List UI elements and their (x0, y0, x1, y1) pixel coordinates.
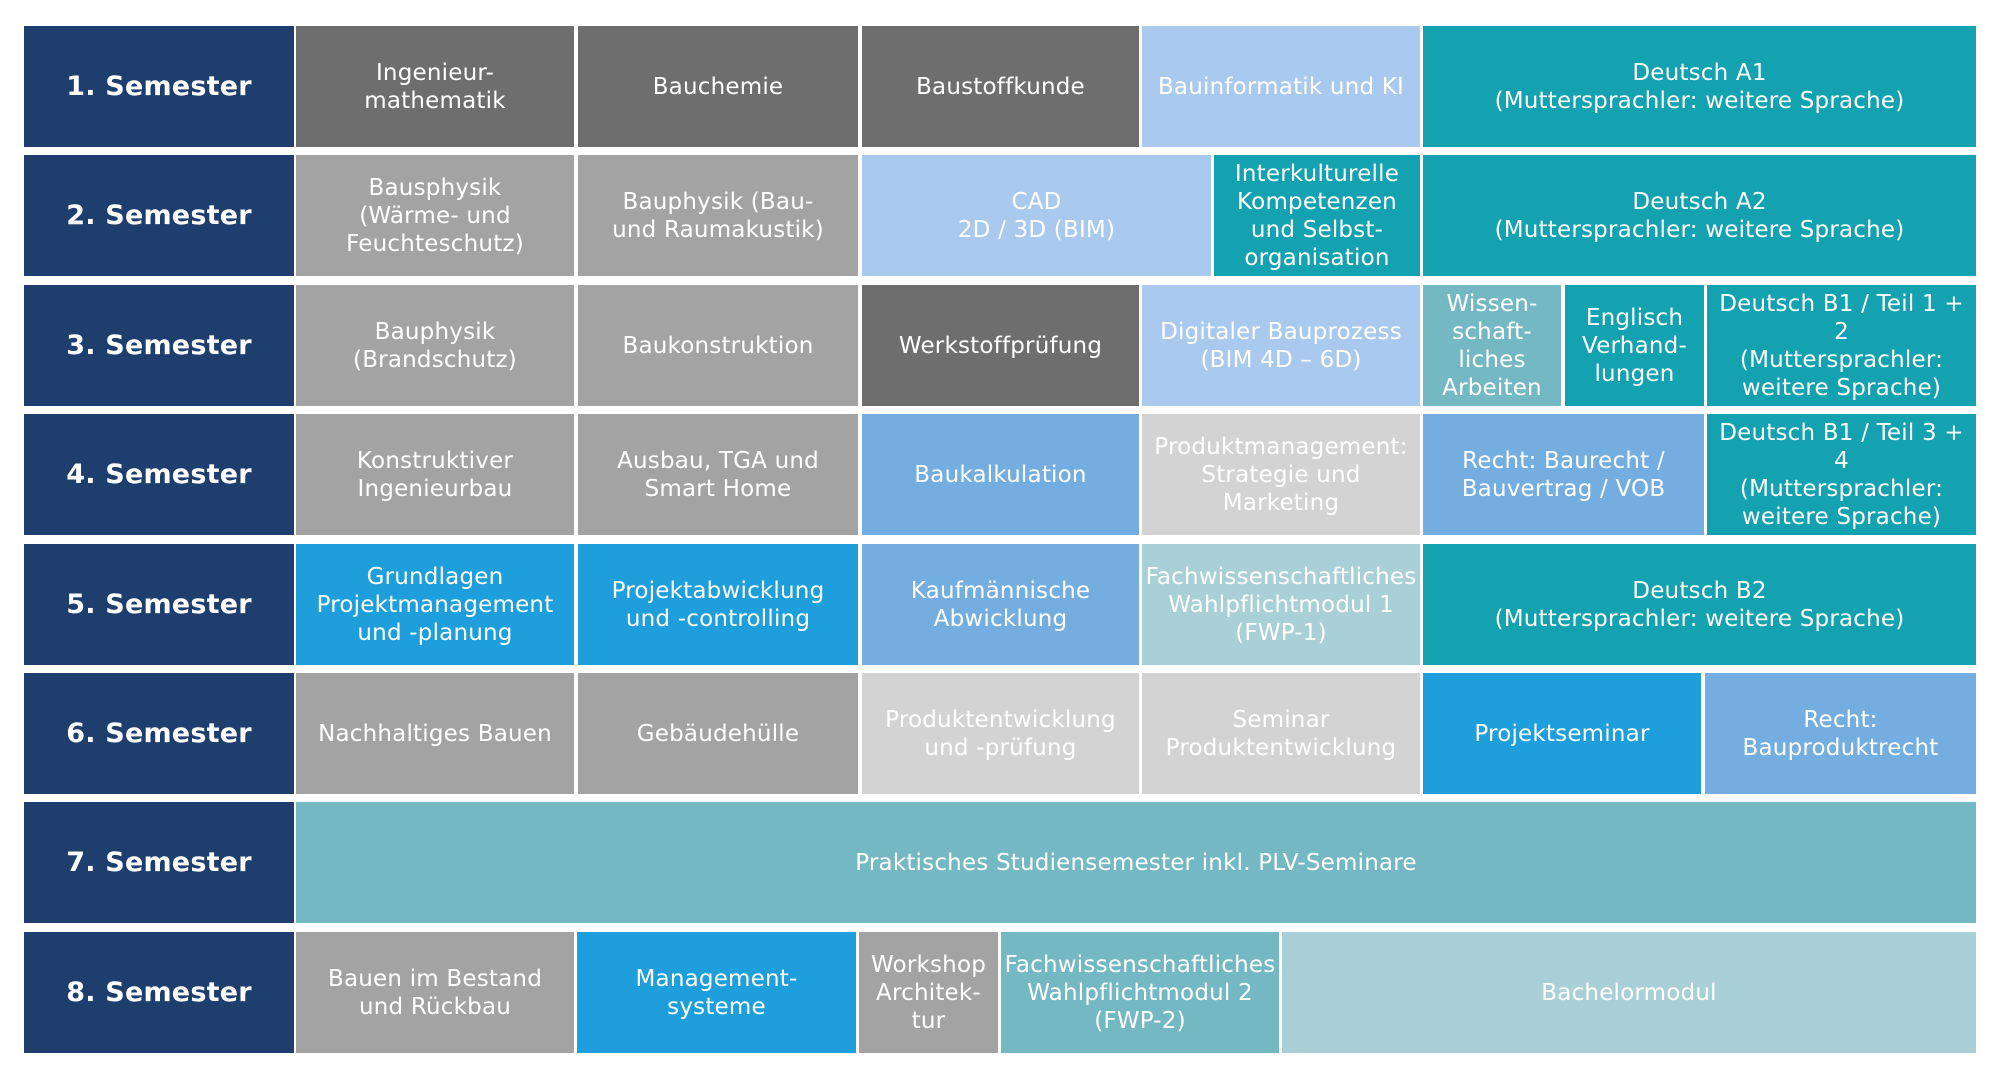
semester-label: 5. Semester (24, 544, 294, 665)
module-cell: Projektseminar (1423, 673, 1701, 794)
module-cell: Fachwissenschaftliches Wahlpflichtmodul … (1001, 932, 1279, 1053)
module-cell: Baustoffkunde (862, 26, 1139, 147)
semester-label: 6. Semester (24, 673, 294, 794)
module-cell: Bauinformatik und KI (1142, 26, 1420, 147)
module-cell: Ausbau, TGA und Smart Home (578, 414, 858, 535)
module-cell: Baukonstruktion (578, 285, 858, 406)
module-cell: Bachelormodul (1282, 932, 1976, 1053)
module-cell: Bauphysik (Brandschutz) (296, 285, 574, 406)
semester-label: 1. Semester (24, 26, 294, 147)
semester-label: 7. Semester (24, 802, 294, 923)
module-cell: Recht: Baurecht / Bauvertrag / VOB (1423, 414, 1704, 535)
module-cell: Kaufmännische Abwicklung (862, 544, 1139, 665)
module-cell: Recht: Bauproduktrecht (1705, 673, 1976, 794)
module-cell: Produktentwicklung und -prüfung (862, 673, 1139, 794)
module-cell: Nachhaltiges Bauen (296, 673, 574, 794)
module-cell: Interkulturelle Kompetenzen und Selbst- … (1214, 155, 1420, 276)
module-cell: Bauchemie (578, 26, 858, 147)
module-cell: Seminar Produktentwicklung (1142, 673, 1420, 794)
module-cell: Fachwissenschaftliches Wahlpflichtmodul … (1142, 544, 1420, 665)
module-cell: Workshop Architek- tur (859, 932, 998, 1053)
module-cell: Ingenieur- mathematik (296, 26, 574, 147)
module-cell: Wissen- schaft- liches Arbeiten (1423, 285, 1561, 406)
module-cell: Deutsch A1 (Muttersprachler: weitere Spr… (1423, 26, 1976, 147)
module-cell: Produktmanagement: Strategie und Marketi… (1142, 414, 1420, 535)
semester-label: 4. Semester (24, 414, 294, 535)
module-cell: Werkstoffprüfung (862, 285, 1139, 406)
module-cell: Deutsch B1 / Teil 1 + 2 (Muttersprachler… (1707, 285, 1976, 406)
module-cell: Bauphysik (Bau- und Raumakustik) (578, 155, 858, 276)
module-cell: Projektabwicklung und -controlling (578, 544, 858, 665)
module-cell: Grundlagen Projektmanagement und -planun… (296, 544, 574, 665)
module-cell: Deutsch A2 (Muttersprachler: weitere Spr… (1423, 155, 1976, 276)
module-cell: Bauen im Bestand und Rückbau (296, 932, 574, 1053)
module-cell: Deutsch B1 / Teil 3 + 4 (Muttersprachler… (1707, 414, 1976, 535)
module-cell: Praktisches Studiensemester inkl. PLV-Se… (296, 802, 1976, 923)
module-cell: Deutsch B2 (Muttersprachler: weitere Spr… (1423, 544, 1976, 665)
semester-label: 8. Semester (24, 932, 294, 1053)
module-cell: Management- systeme (577, 932, 856, 1053)
module-cell: CAD 2D / 3D (BIM) (862, 155, 1211, 276)
module-cell: Konstruktiver Ingenieurbau (296, 414, 574, 535)
module-cell: Bausphysik (Wärme- und Feuchteschutz) (296, 155, 574, 276)
module-cell: Gebäudehülle (578, 673, 858, 794)
module-cell: Digitaler Bauprozess (BIM 4D – 6D) (1142, 285, 1420, 406)
module-cell: Baukalkulation (862, 414, 1139, 535)
module-cell: Englisch Verhand- lungen (1565, 285, 1704, 406)
semester-label: 3. Semester (24, 285, 294, 406)
semester-label: 2. Semester (24, 155, 294, 276)
